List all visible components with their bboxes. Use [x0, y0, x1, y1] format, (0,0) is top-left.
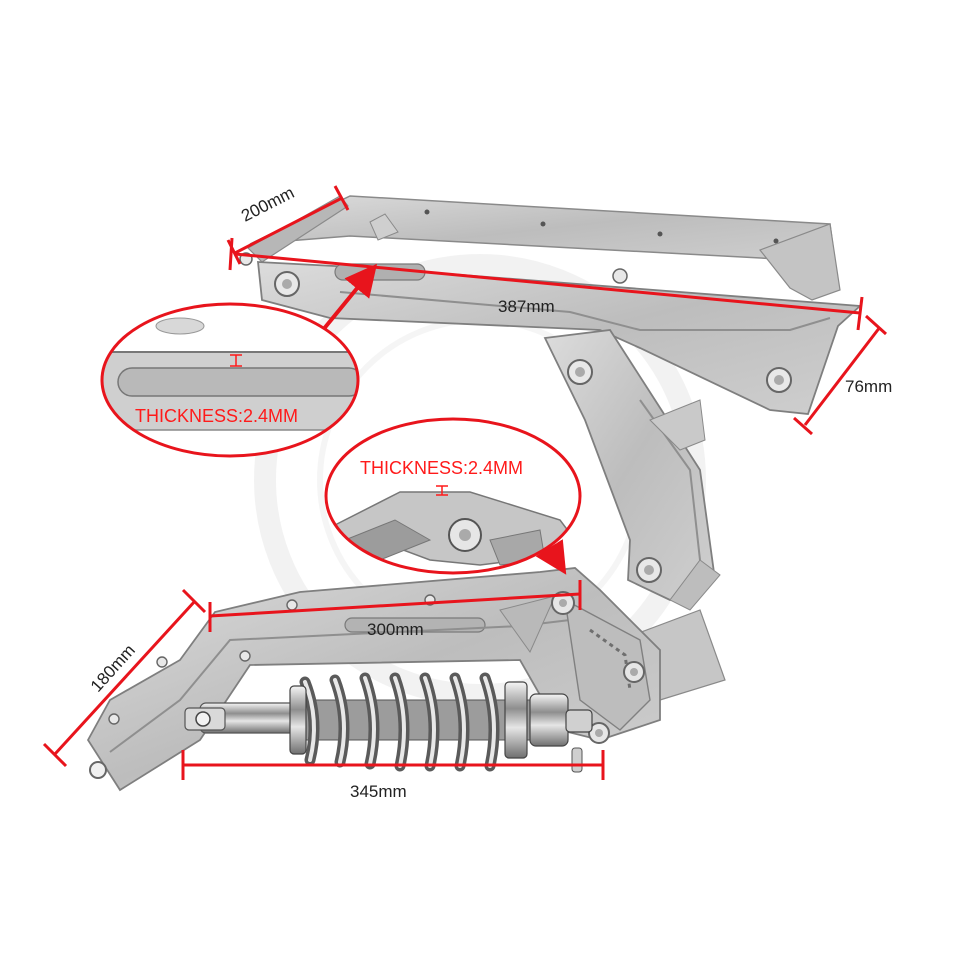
bolt-icon — [567, 359, 593, 385]
upper-rack-frame — [239, 195, 863, 611]
bolt-icon — [636, 557, 662, 583]
dim-label-300mm: 300mm — [367, 620, 424, 639]
bolt-icon — [274, 271, 300, 297]
bolt-icon — [766, 367, 792, 393]
left-pointer-arrow — [316, 263, 378, 338]
dim-label-387mm: 387mm — [498, 297, 555, 316]
bolt-icon — [612, 268, 628, 284]
dim-label-76mm: 76mm — [845, 377, 892, 396]
bolt-icon — [89, 761, 107, 779]
shock-absorber — [184, 672, 593, 773]
thickness-callout-left: THICKNESS:2.4MM — [100, 302, 360, 458]
bolt-icon — [551, 591, 575, 615]
bolt-icon — [623, 661, 645, 683]
thickness-label-right: THICKNESS:2.4MM — [360, 458, 523, 478]
bolt-icon — [588, 722, 610, 744]
thickness-callout-right: THICKNESS:2.4MM — [324, 417, 582, 575]
lower-arm-frame — [86, 567, 726, 792]
dim-label-200mm: 200mm — [238, 183, 297, 226]
dim-label-345mm: 345mm — [350, 782, 407, 801]
dimension-lines — [42, 185, 888, 780]
thickness-label-left: THICKNESS:2.4MM — [135, 406, 298, 426]
